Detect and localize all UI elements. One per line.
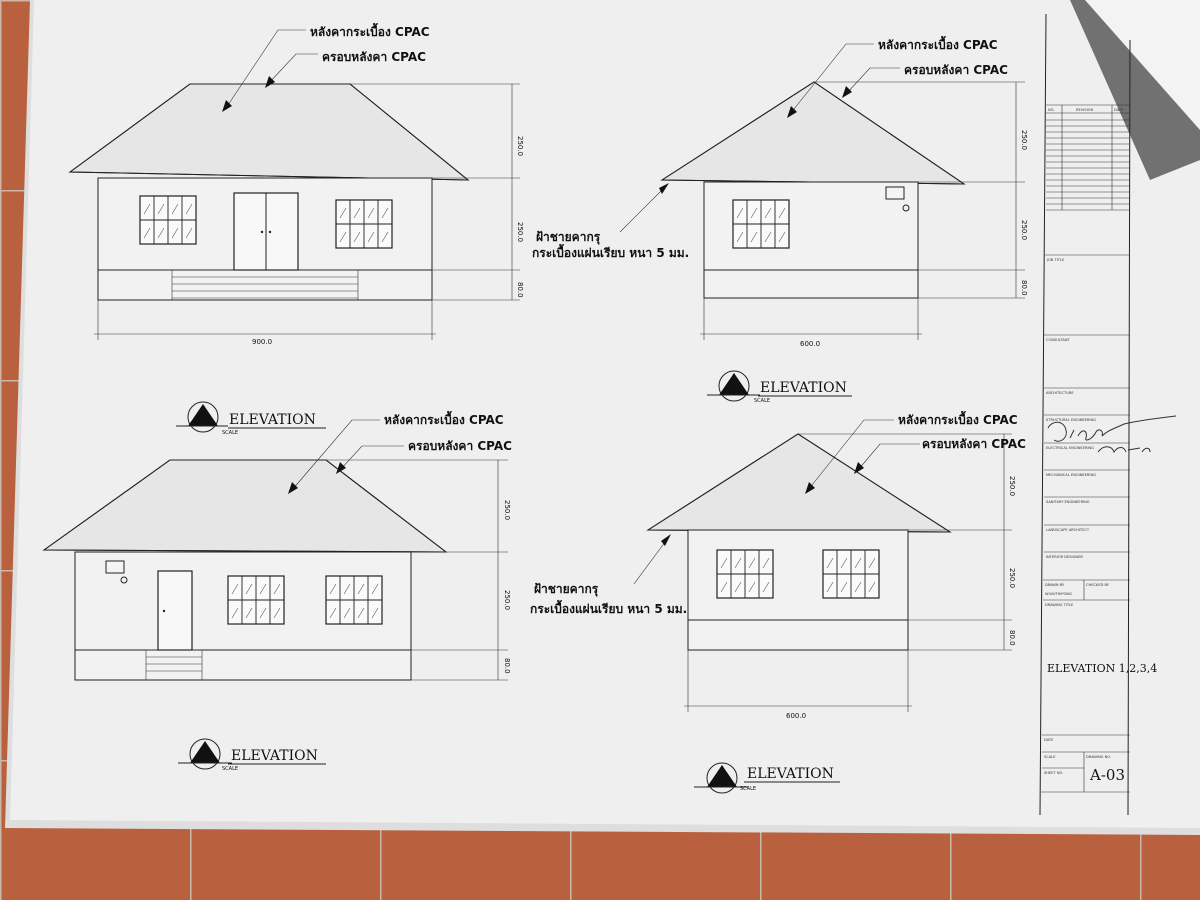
label-soffit-4a: ฝ้าชายคากรุ xyxy=(534,582,599,597)
dim-2-roof: 250.0 xyxy=(1020,130,1028,150)
tb-drawn-by: DRAWN BY xyxy=(1045,583,1065,587)
signature-date-mark xyxy=(1097,446,1151,454)
dim-2-width: 600.0 xyxy=(800,340,820,348)
dim-3-wall: 250.0 xyxy=(503,590,511,610)
tb-sanitary: SANITARY ENGINEERING xyxy=(1046,500,1090,504)
tb-electrical: ELECTRICAL ENGINEERING xyxy=(1046,446,1094,450)
tb-date-hdr: DATE xyxy=(1114,108,1124,112)
dim-1-roof: 250.0 xyxy=(516,136,524,156)
elevation-1-scale: SCALE xyxy=(222,430,238,436)
elevation-4-label: ELEVATION xyxy=(747,766,834,782)
tb-architecture: ARCHITECTURE xyxy=(1046,391,1074,395)
dim-1-wall: 250.0 xyxy=(516,222,524,242)
elevation-1-drawing: 250.0 250.0 80.0 900.0 หลังคากระเบื้อง C… xyxy=(68,22,524,346)
dim-3-roof: 250.0 xyxy=(503,500,511,520)
label-ridge-1: ครอบหลังคา CPAC xyxy=(322,50,426,64)
tb-job-title: JOB TITLE xyxy=(1046,258,1065,262)
dim-1-width: 900.0 xyxy=(252,338,272,346)
dim-4-roof: 250.0 xyxy=(1008,476,1016,496)
base-1 xyxy=(97,269,433,301)
elevation-3-label: ELEVATION xyxy=(231,748,318,764)
label-roof-tile-4: หลังคากระเบื้อง CPAC xyxy=(898,410,1018,427)
window-left-1 xyxy=(139,195,197,245)
vent-2 xyxy=(885,186,905,200)
elevation-2-scale: SCALE xyxy=(754,398,770,404)
elevation-2-drawing: 250.0 250.0 80.0 600.0 หลังคากระเบื้อง C… xyxy=(532,35,1028,348)
dim-3-base: 80.0 xyxy=(503,658,511,674)
window-right-1 xyxy=(335,199,393,249)
elevation-3-drawing: 250.0 250.0 80.0 หลังคากระเบื้อง CPAC คร… xyxy=(42,410,512,681)
window-3a xyxy=(227,575,285,625)
tb-mechanical: MECHANICAL ENGINEERING xyxy=(1046,473,1096,477)
elevation-1-label: ELEVATION xyxy=(229,412,316,428)
label-roof-tile-2: หลังคากระเบื้อง CPAC xyxy=(878,35,998,52)
dim-2-wall: 250.0 xyxy=(1020,220,1028,240)
window-4b xyxy=(822,549,880,599)
dim-4-wall: 250.0 xyxy=(1008,568,1016,588)
elevation-2-title: 2 ELEVATION SCALE xyxy=(707,370,852,404)
vent-3 xyxy=(105,560,125,574)
dim-2-base: 80.0 xyxy=(1020,280,1028,296)
window-3b xyxy=(325,575,383,625)
elevation-3-scale: SCALE xyxy=(222,766,238,772)
page-fold xyxy=(1085,0,1200,130)
tb-drawing-title: ELEVATION 1,2,3,4 xyxy=(1047,662,1157,675)
tb-date: DATE xyxy=(1044,738,1054,742)
elevation-3-number: 3 xyxy=(201,751,207,762)
title-block: NO. REVISION DATE JOB TITLE CONSULTANT A… xyxy=(1039,13,1177,816)
tb-scale: SCALE xyxy=(1044,755,1056,759)
elevation-4-title: 4 ELEVATION SCALE xyxy=(694,762,840,794)
elevation-4-scale: SCALE xyxy=(740,786,756,792)
base-3 xyxy=(74,649,412,681)
tb-revision: REVISION xyxy=(1076,108,1093,112)
elevation-3-title: 3 ELEVATION SCALE xyxy=(178,738,326,772)
tb-checked-by: CHECKED BY xyxy=(1086,583,1110,587)
label-soffit-4b: กระเบื้องแผ่นเรียบ หนา 5 มม. xyxy=(530,599,687,616)
dim-1-base: 80.0 xyxy=(516,282,524,298)
elevation-4-drawing: 250.0 250.0 80.0 600.0 หลังคากระเบื้อง C… xyxy=(530,410,1026,720)
base-4 xyxy=(687,619,909,651)
tb-no: NO. xyxy=(1048,108,1055,112)
elevation-1-title: 1 ELEVATION SCALE xyxy=(176,401,326,436)
tb-structural: STRUCTURAL ENGINEERING xyxy=(1046,418,1096,422)
tb-sheet-no: SHEET NO. xyxy=(1044,771,1063,775)
tb-landscape: LANDSCAPE ARCHITECT xyxy=(1046,528,1090,532)
elevation-2-number: 2 xyxy=(730,383,736,394)
elevation-4-number: 4 xyxy=(718,775,724,786)
base-2 xyxy=(703,269,919,299)
signature-mark xyxy=(1047,415,1177,442)
tb-drawing-no-hdr: DRAWING NO. xyxy=(1086,755,1111,759)
tb-interior: INTERIOR DESIGNER xyxy=(1046,555,1083,559)
dim-4-base: 80.0 xyxy=(1008,630,1016,646)
dim-4-width: 600.0 xyxy=(786,712,806,720)
label-roof-tile-1: หลังคากระเบื้อง CPAC xyxy=(310,22,430,39)
label-ridge-3: ครอบหลังคา CPAC xyxy=(408,439,512,453)
tb-consultant: CONSULTANT xyxy=(1046,338,1071,342)
elevation-2-label: ELEVATION xyxy=(760,380,847,396)
window-4a xyxy=(716,549,774,599)
tb-drawing-no: A-03 xyxy=(1089,766,1125,784)
label-soffit-2a: ฝ้าชายคากรุ xyxy=(536,230,601,245)
elevation-1-number: 1 xyxy=(199,414,205,425)
label-soffit-2b: กระเบื้องแผ่นเรียบ หนา 5 มม. xyxy=(532,243,689,260)
tb-drawing-title-hdr: DRAWING TITLE xyxy=(1045,603,1074,607)
tb-drawer: W.WUTHIPONG xyxy=(1045,592,1072,596)
label-ridge-4: ครอบหลังคา CPAC xyxy=(922,437,1026,451)
label-ridge-2: ครอบหลังคา CPAC xyxy=(904,63,1008,77)
window-2 xyxy=(732,199,790,249)
label-roof-tile-3: หลังคากระเบื้อง CPAC xyxy=(384,410,504,427)
